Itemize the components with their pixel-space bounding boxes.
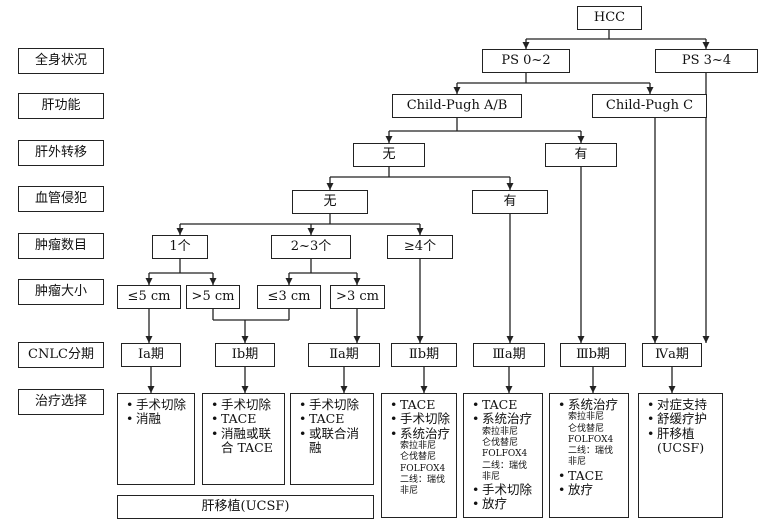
arrow-head bbox=[522, 42, 530, 49]
treatment-item: 系统治疗 bbox=[558, 397, 624, 413]
treatment-item: 消融 bbox=[126, 411, 190, 427]
node-vascular-no: 无 bbox=[292, 190, 368, 214]
arrow-head bbox=[385, 136, 393, 143]
arrow-head bbox=[646, 87, 654, 94]
treatment-item: TACE bbox=[472, 397, 538, 413]
treatment-box-iva: 对症支持 舒缓疗护 肝移植 (UCSF) bbox=[638, 393, 723, 518]
node-size-le5: ≤5 cm bbox=[117, 285, 181, 309]
arrow-head bbox=[326, 183, 334, 190]
treatment-item: 或联合消融 bbox=[299, 426, 369, 456]
treatment-item: 对症支持 bbox=[647, 397, 718, 413]
treatment-item: 手术切除 bbox=[211, 397, 280, 413]
stage-iia: Ⅱa期 bbox=[308, 343, 380, 367]
arrow-head bbox=[285, 278, 293, 285]
treatment-item: TACE bbox=[211, 411, 280, 427]
stage-ia: Ⅰa期 bbox=[121, 343, 181, 367]
treatment-item: 系统治疗 bbox=[390, 426, 452, 442]
arrow-head bbox=[145, 336, 153, 343]
liver-transplant-box: 肝移植(UCSF) bbox=[117, 495, 374, 519]
row-label-liver-function: 肝功能 bbox=[18, 93, 104, 119]
treatment-box-ib: 手术切除 TACE 消融或联合 TACE bbox=[202, 393, 285, 485]
arrow-head bbox=[340, 386, 348, 393]
treatment-box-iiia: TACE 系统治疗 索拉非尼 仑伐替尼 FOLFOX4 二线：瑞伐 非尼 手术切… bbox=[463, 393, 543, 518]
node-vascular-yes: 有 bbox=[472, 190, 548, 214]
arrow-head bbox=[147, 386, 155, 393]
treatment-item: 手术切除 bbox=[299, 397, 369, 413]
stage-iiia: Ⅲa期 bbox=[473, 343, 545, 367]
node-child-pugh-c: Child-Pugh C bbox=[592, 94, 707, 118]
treatment-item: TACE bbox=[299, 411, 369, 427]
node-size-le3: ≤3 cm bbox=[257, 285, 321, 309]
treatment-box-iib: TACE 手术切除 系统治疗 索拉非尼 仑伐替尼 FOLFOX4 二线：瑞伐 非… bbox=[381, 393, 457, 518]
node-ps-0-2: PS 0~2 bbox=[482, 49, 570, 73]
treatment-item: 放疗 bbox=[472, 496, 538, 512]
node-number-2-3: 2~3个 bbox=[271, 235, 351, 259]
node-size-gt3: >3 cm bbox=[330, 285, 385, 309]
arrow-head bbox=[453, 87, 461, 94]
arrow-head bbox=[353, 278, 361, 285]
arrow-head bbox=[589, 386, 597, 393]
treatment-item: 手术切除 bbox=[390, 411, 452, 427]
arrow-head bbox=[506, 183, 514, 190]
node-ps-3-4: PS 3~4 bbox=[655, 49, 758, 73]
arrow-head bbox=[577, 136, 585, 143]
row-label-treatment: 治疗选择 bbox=[18, 389, 104, 415]
treatment-item: 放疗 bbox=[558, 482, 624, 498]
systemic-therapy-drugs: 索拉非尼 仑伐替尼 FOLFOX4 二线：瑞伐 非尼 bbox=[482, 426, 528, 482]
node-hcc: HCC bbox=[577, 6, 642, 30]
row-label-vascular-invasion: 血管侵犯 bbox=[18, 186, 104, 212]
systemic-therapy-drugs: 索拉非尼 仑伐替尼 FOLFOX4 二线：瑞伐 非尼 bbox=[568, 412, 614, 468]
arrow-head bbox=[420, 386, 428, 393]
stage-iiib: Ⅲb期 bbox=[560, 343, 626, 367]
row-label-cnlc-stage: CNLC分期 bbox=[18, 342, 104, 368]
arrow-head bbox=[505, 386, 513, 393]
stage-iva: Ⅳa期 bbox=[642, 343, 702, 367]
arrow-head bbox=[307, 228, 315, 235]
stage-ib: Ⅰb期 bbox=[215, 343, 275, 367]
arrow-head bbox=[241, 336, 249, 343]
arrow-head bbox=[577, 336, 585, 343]
treatment-item: 舒缓疗护 bbox=[647, 411, 718, 427]
treatment-box-ia: 手术切除 消融 bbox=[117, 393, 195, 485]
node-child-pugh-ab: Child-Pugh A/B bbox=[392, 94, 522, 118]
arrow-head bbox=[353, 336, 361, 343]
arrow-head bbox=[416, 228, 424, 235]
row-label-extrahepatic-metastasis: 肝外转移 bbox=[18, 140, 104, 166]
arrow-head bbox=[506, 336, 514, 343]
arrow-head bbox=[702, 336, 710, 343]
treatment-item: 手术切除 bbox=[472, 482, 538, 498]
treatment-item: TACE bbox=[390, 397, 452, 413]
node-size-gt5: >5 cm bbox=[186, 285, 240, 309]
arrow-head bbox=[145, 278, 153, 285]
treatment-item: 手术切除 bbox=[126, 397, 190, 413]
arrow-head bbox=[176, 228, 184, 235]
systemic-therapy-drugs: 索拉非尼 仑伐替尼 FOLFOX4 二线：瑞伐 非尼 bbox=[400, 441, 446, 497]
node-metastasis-no: 无 bbox=[353, 143, 425, 167]
treatment-item: 消融或联合 TACE bbox=[211, 426, 280, 456]
node-number-ge4: ≥4个 bbox=[387, 235, 453, 259]
arrow-head bbox=[651, 336, 659, 343]
stage-iib: Ⅱb期 bbox=[391, 343, 457, 367]
treatment-item: 系统治疗 bbox=[472, 411, 538, 427]
treatment-box-iia: 手术切除 TACE 或联合消融 bbox=[290, 393, 374, 485]
row-label-general-status: 全身状况 bbox=[18, 48, 104, 74]
arrow-head bbox=[209, 278, 217, 285]
node-number-1: 1个 bbox=[152, 235, 208, 259]
arrow-head bbox=[702, 42, 710, 49]
row-label-tumor-number: 肿瘤数目 bbox=[18, 233, 104, 259]
treatment-item: TACE bbox=[558, 468, 624, 484]
treatment-item: 肝移植 (UCSF) bbox=[647, 426, 718, 456]
node-metastasis-yes: 有 bbox=[545, 143, 617, 167]
row-label-tumor-size: 肿瘤大小 bbox=[18, 279, 104, 305]
arrow-head bbox=[241, 386, 249, 393]
arrow-head bbox=[416, 336, 424, 343]
treatment-box-iiib: 系统治疗 索拉非尼 仑伐替尼 FOLFOX4 二线：瑞伐 非尼 TACE 放疗 bbox=[549, 393, 629, 518]
arrow-head bbox=[668, 386, 676, 393]
